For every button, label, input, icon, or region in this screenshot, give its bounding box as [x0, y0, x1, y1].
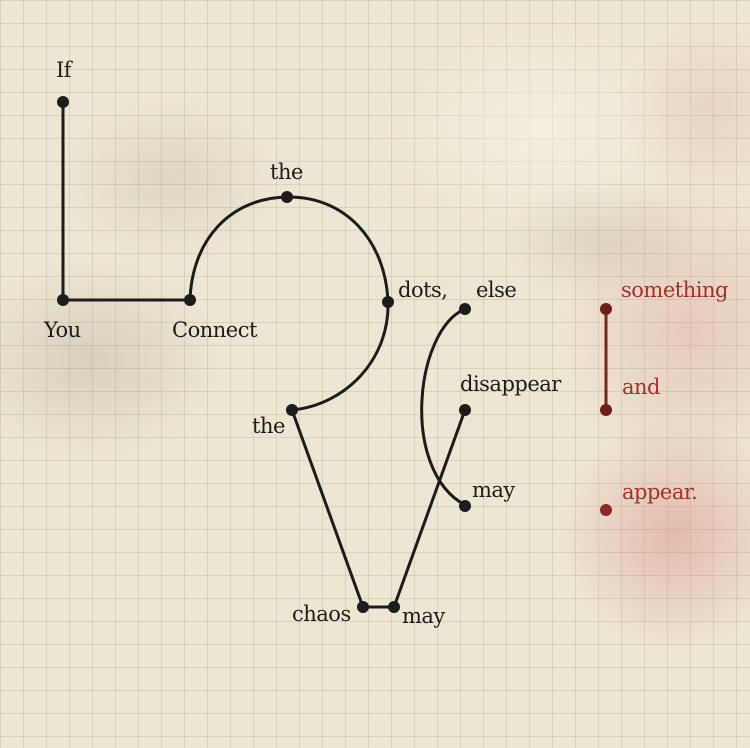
- dot-something: [600, 303, 612, 315]
- word-appear: appear.: [622, 480, 698, 504]
- letter-e-curve: [420, 307, 466, 507]
- letter-l-line: [61, 102, 190, 302]
- word-if: If: [56, 58, 72, 82]
- dot-connect: [184, 294, 196, 306]
- word-connect: Connect: [172, 318, 257, 342]
- word-the-top: the: [270, 160, 303, 184]
- dot-may-bottom: [388, 601, 400, 613]
- dot-disappear: [459, 404, 471, 416]
- dot-else: [459, 303, 471, 315]
- word-may-right: may: [472, 478, 515, 502]
- dot-and: [600, 404, 612, 416]
- letter-o-curve: [188, 195, 390, 412]
- word-else: else: [476, 278, 517, 302]
- dot-the-top: [281, 191, 293, 203]
- word-dots: dots,: [398, 278, 448, 302]
- word-you: You: [44, 318, 81, 342]
- dot-chaos: [357, 601, 369, 613]
- dot-you: [57, 294, 69, 306]
- dot-appear: [600, 504, 612, 516]
- dot-dots: [382, 296, 394, 308]
- dot-may-right: [459, 500, 471, 512]
- letter-v-line: [290, 409, 467, 609]
- dot-if: [57, 96, 69, 108]
- word-may-bottom: may: [402, 604, 445, 628]
- word-the-middle: the: [252, 414, 285, 438]
- word-disappear: disappear: [460, 372, 561, 396]
- word-and: and: [622, 375, 661, 399]
- word-chaos: chaos: [292, 602, 351, 626]
- dot-the-middle: [286, 404, 298, 416]
- word-something: something: [621, 278, 728, 302]
